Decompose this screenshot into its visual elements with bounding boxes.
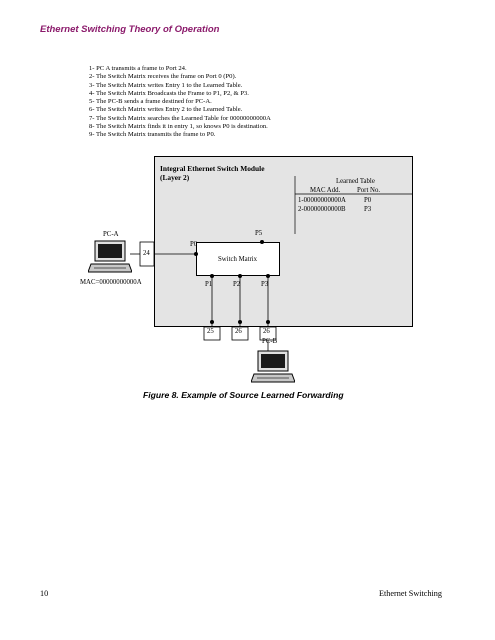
page-header-title: Ethernet Switching Theory of Operation — [40, 24, 220, 35]
learned-table-row1-port: P0 — [364, 197, 372, 204]
pc-a-icon — [88, 240, 132, 273]
step-item: 2- The Switch Matrix receives the frame … — [89, 73, 237, 81]
port-26b-dot — [266, 320, 270, 324]
step-item: 8- The Switch Matrix finds it in entry 1… — [89, 123, 268, 131]
p0-dot — [194, 252, 198, 256]
pc-b-label: PC-B — [262, 338, 278, 345]
port-p1-label: P1 — [205, 281, 213, 288]
pc-a-label: PC-A — [103, 231, 119, 238]
port-26a-box — [231, 326, 249, 341]
p5-dot — [260, 240, 264, 244]
learned-table-row2-port: P3 — [364, 206, 372, 213]
step-item: 3- The Switch Matrix writes Entry 1 to t… — [89, 81, 243, 89]
port-24-label: 24 — [143, 250, 150, 257]
port-p5-label: P5 — [255, 230, 263, 237]
switch-module-title-line1: Integral Ethernet Switch Module — [160, 164, 265, 173]
figure-caption: Figure 8. Example of Source Learned Forw… — [143, 390, 344, 400]
port-25-box — [203, 326, 221, 341]
switch-matrix-box — [196, 242, 280, 276]
step-item: 5- The PC-B sends a frame destined for P… — [89, 98, 212, 106]
pc-b-icon — [251, 350, 295, 383]
port-p3-label: P3 — [261, 281, 269, 288]
step-item: 4- The Switch Matrix Broadcasts the Fram… — [89, 89, 249, 97]
port-25-dot — [210, 320, 214, 324]
footer-page-number: 10 — [40, 589, 49, 598]
switch-module-title-line2: (Layer 2) — [160, 173, 190, 182]
learned-table-title: Learned Table — [336, 178, 375, 185]
port-26a-dot — [238, 320, 242, 324]
step-item: 1- PC A transmits a frame to Port 24. — [89, 65, 187, 72]
switch-matrix-label: Switch Matrix — [218, 256, 258, 263]
port-p0-label: P0 — [190, 241, 198, 248]
ext-port-26b-label: 26 — [263, 328, 270, 335]
switch-module-title: Integral Ethernet Switch Module (Layer 2… — [160, 164, 265, 182]
learned-table-col-mac: MAC Add. — [310, 187, 341, 194]
p1-dot — [210, 274, 214, 278]
footer-section: Ethernet Switching — [379, 589, 442, 598]
learned-table-row2-mac: 2-00000000000B — [298, 206, 346, 213]
step-item: 6- The Switch Matrix writes Entry 2 to t… — [89, 106, 243, 114]
pc-a-mac: MAC=00000000000A — [80, 279, 142, 286]
port-p2-label: P2 — [233, 281, 241, 288]
steps-list: 1- PC A transmits a frame to Port 24. 2-… — [89, 65, 271, 140]
learned-table-row1-mac: 1-00000000000A — [298, 197, 346, 204]
step-item: 9- The Switch Matrix transmits the frame… — [89, 131, 216, 139]
p3-dot — [266, 274, 270, 278]
ext-port-25-label: 25 — [207, 328, 214, 335]
p2-dot — [238, 274, 242, 278]
switch-module-box — [154, 156, 413, 327]
step-item: 7- The Switch Matrix searches the Learne… — [89, 114, 271, 122]
learned-table-col-port: Port No. — [357, 187, 381, 194]
ext-port-26a-label: 26 — [235, 328, 242, 335]
